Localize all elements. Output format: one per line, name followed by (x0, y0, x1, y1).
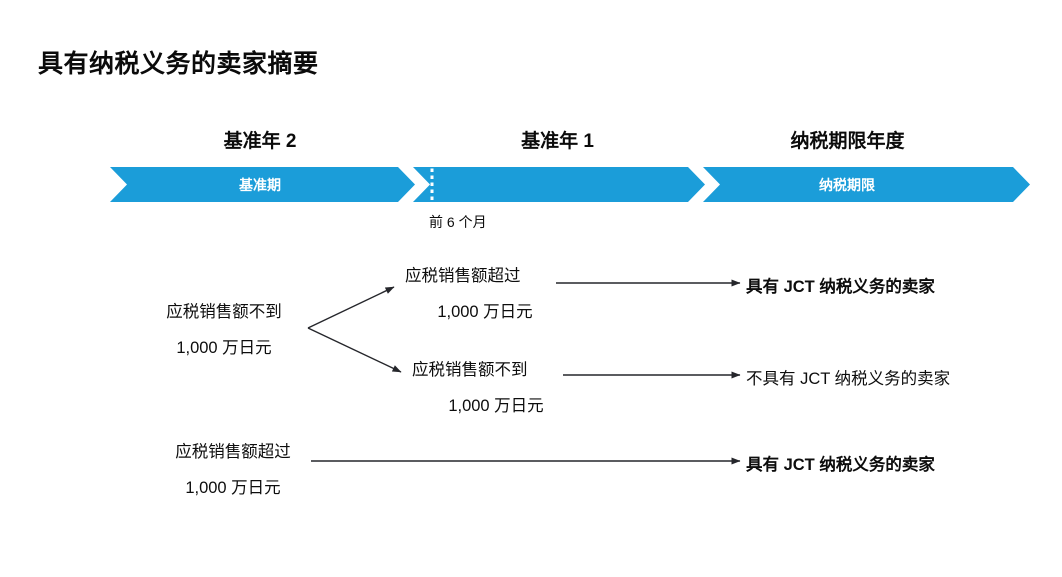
outcome-jct-liable-bottom: 具有 JCT 纳税义务的卖家 (746, 456, 935, 474)
condition-base-line2: 1,000 万日元 (176, 339, 272, 357)
condition-branch-over: 应税销售额超过 1,000 万日元 (405, 258, 565, 330)
page-title: 具有纳税义务的卖家摘要 (38, 50, 319, 78)
chevron-segment-base-year-1 (413, 167, 705, 202)
timeline-header-tax-period-year: 纳税期限年度 (790, 131, 905, 152)
band-label-base-period: 基准期 (239, 177, 281, 193)
chevron-segment-tax-period (703, 167, 1030, 202)
condition-branch-under: 应税销售额不到 1,000 万日元 (412, 352, 572, 424)
condition-branch-under-line2: 1,000 万日元 (448, 397, 544, 415)
outcome-jct-liable-top: 具有 JCT 纳税义务的卖家 (746, 278, 935, 296)
timeline-header-base-year-2: 基准年 2 (223, 131, 297, 152)
band-label-tax-period: 纳税期限 (819, 177, 875, 193)
condition-bottom-line2: 1,000 万日元 (185, 479, 281, 497)
condition-base-line1: 应税销售额不到 (166, 303, 282, 321)
condition-bottom: 应税销售额超过 1,000 万日元 (148, 434, 318, 506)
condition-branch-over-line1: 应税销售额超过 (405, 267, 521, 285)
chevron-segment-base-period (110, 167, 415, 202)
condition-branch-under-line1: 应税销售额不到 (412, 361, 528, 379)
condition-bottom-line1: 应税销售额超过 (175, 443, 291, 461)
branch-arrow-up (307, 286, 395, 329)
outcome-jct-not-liable: 不具有 JCT 纳税义务的卖家 (746, 370, 951, 388)
condition-branch-over-line2: 1,000 万日元 (437, 303, 533, 321)
timeline-chevron-band (110, 167, 1030, 202)
timeline-header-base-year-1: 基准年 1 (521, 131, 594, 152)
six-month-note: 前 6 个月 (429, 214, 487, 230)
branch-arrow-down (307, 327, 402, 373)
condition-base-year-2: 应税销售额不到 1,000 万日元 (138, 294, 310, 366)
